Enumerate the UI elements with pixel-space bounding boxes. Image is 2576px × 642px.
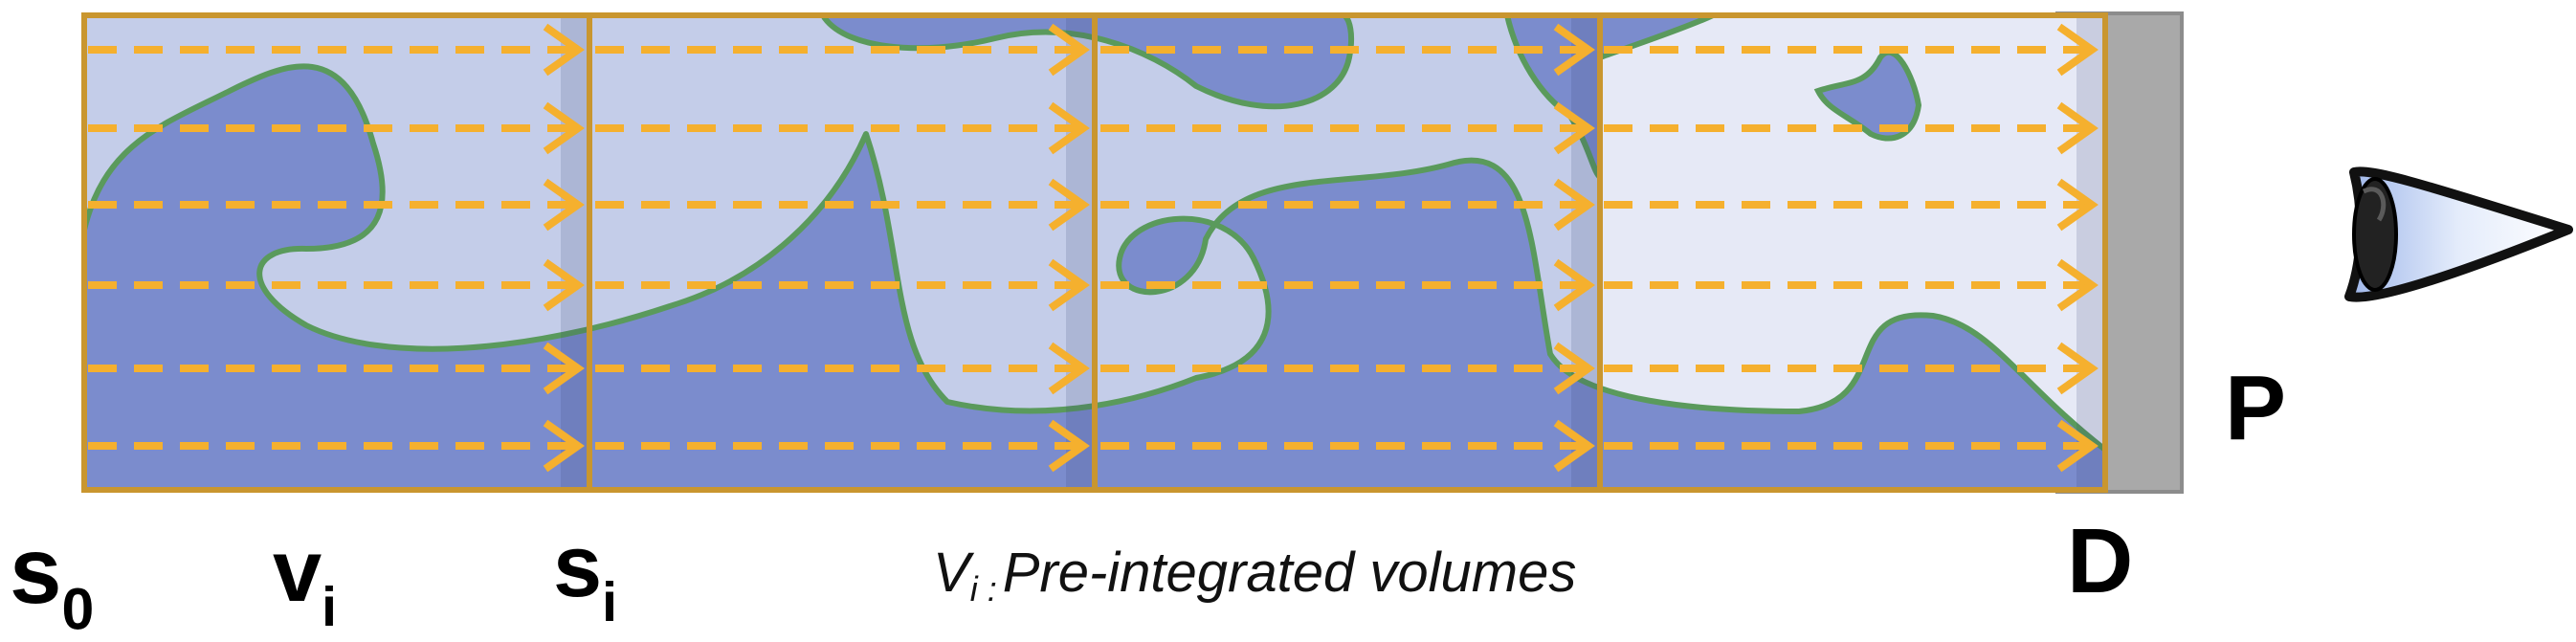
- slab-shading: [561, 15, 2105, 490]
- caption-var: V: [933, 542, 970, 604]
- arrow-right-icon: [1048, 178, 1090, 232]
- arrow-right-icon: [543, 342, 585, 395]
- arrow-right-icon: [1048, 101, 1090, 155]
- arrow-right-icon: [2056, 342, 2099, 395]
- label-vi-main: v: [273, 522, 322, 620]
- label-s0-sub: 0: [61, 576, 95, 642]
- caption-text: Pre-integrated volumes: [1002, 542, 1577, 604]
- arrow-right-icon: [1048, 23, 1090, 77]
- arrow-right-icon: [543, 419, 585, 473]
- caption: Vi :Pre-integrated volumes: [933, 541, 1576, 609]
- label-d: D: [2067, 510, 2134, 612]
- arrow-right-icon: [2056, 101, 2099, 155]
- arrow-right-icon: [543, 178, 585, 232]
- slab-frame-4: [1597, 12, 2108, 493]
- label-si-sub: i: [602, 571, 618, 633]
- arrow-right-icon: [1048, 419, 1090, 473]
- arrow-right-icon: [1553, 101, 1595, 155]
- arrow-right-icon: [2056, 23, 2099, 77]
- arrow-right-icon: [1048, 342, 1090, 395]
- label-si-main: s: [553, 518, 603, 615]
- arrow-right-icon: [1553, 178, 1595, 232]
- arrow-right-icon: [2056, 258, 2099, 312]
- caption-sub: i :: [969, 569, 997, 609]
- arrow-right-icon: [2056, 419, 2099, 473]
- slab-frames: [81, 12, 2108, 493]
- region-top-1: [819, 15, 1355, 110]
- arrow-right-icon: [2056, 178, 2099, 232]
- arrow-right-icon: [543, 23, 585, 77]
- label-p: P: [2225, 357, 2287, 459]
- arrow-right-icon: [1553, 342, 1595, 395]
- label-vi: vi: [273, 521, 337, 639]
- label-s0: s0: [10, 517, 94, 642]
- region-small-blob: [1813, 49, 1922, 142]
- arrow-right-icon: [1553, 258, 1595, 312]
- label-vi-sub: i: [322, 576, 338, 638]
- eye-icon: [2344, 166, 2573, 302]
- label-si: si: [553, 517, 617, 634]
- arrow-right-icon: [1048, 258, 1090, 312]
- rays: [88, 23, 2099, 473]
- arrow-right-icon: [543, 258, 585, 312]
- arrow-right-icon: [543, 101, 585, 155]
- arrow-right-icon: [1553, 419, 1595, 473]
- label-s0-main: s: [10, 518, 62, 623]
- arrow-right-icon: [1553, 23, 1595, 77]
